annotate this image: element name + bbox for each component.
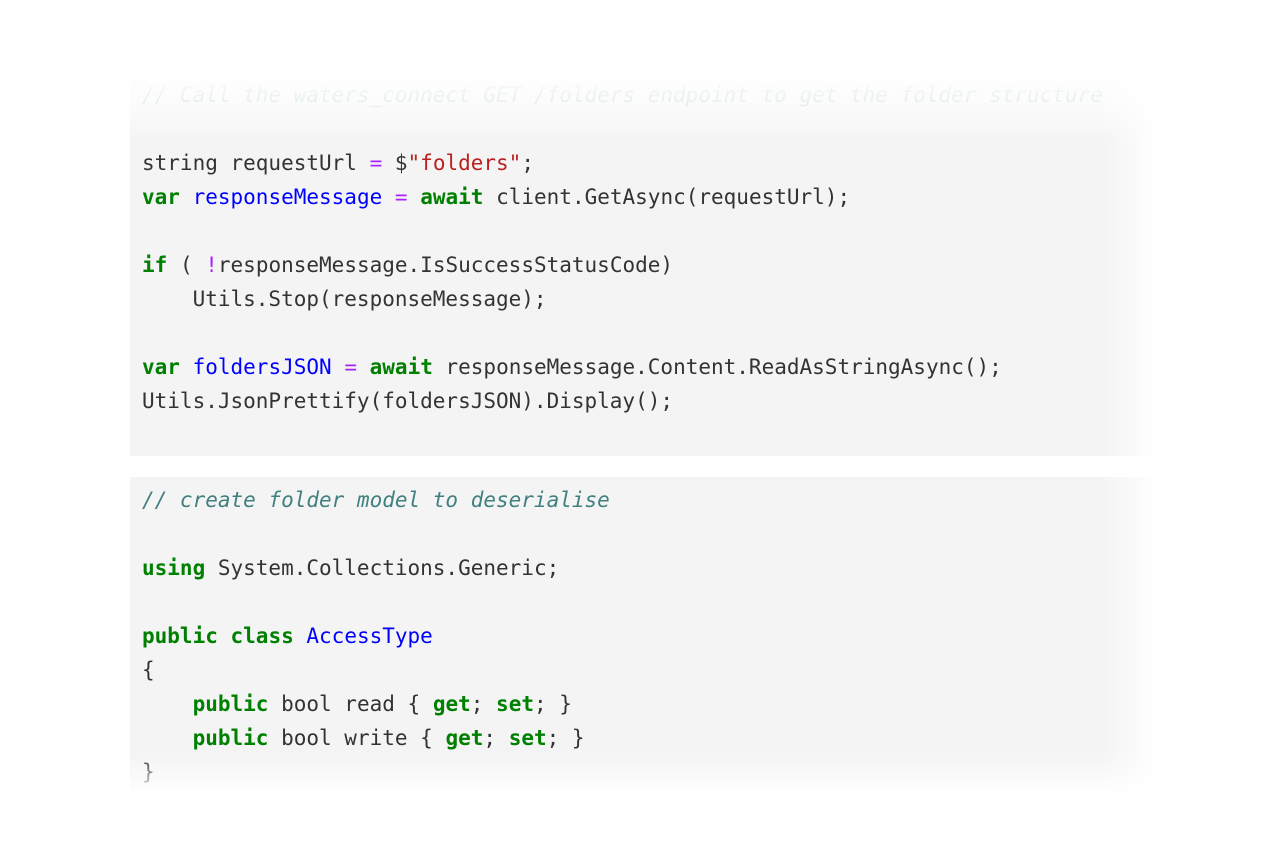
code-token-comment: // create folder model to deserialise xyxy=(142,488,610,512)
code-token-keyword: public xyxy=(192,692,269,716)
code-line: { xyxy=(142,653,610,687)
code-token-ident-blue: responseMessage xyxy=(192,185,383,209)
code-token-ident-blue: AccessType xyxy=(306,624,433,648)
code-cell-folders-request[interactable]: // Call the waters_connect GET /folders … xyxy=(130,70,1160,456)
code-token-plain: bool read { xyxy=(268,692,433,716)
code-token-keyword: await xyxy=(420,185,484,209)
code-token-keyword: public xyxy=(142,624,218,648)
code-token-plain xyxy=(332,355,345,379)
code-token-plain: client.GetAsync(requestUrl); xyxy=(483,185,851,209)
code-token-operator: ! xyxy=(205,253,218,277)
code-token-plain xyxy=(294,624,307,648)
code-token-keyword: var xyxy=(142,355,180,379)
code-token-operator: = xyxy=(344,355,357,379)
code-token-plain: { xyxy=(142,658,155,682)
code-block-folders-request[interactable]: // Call the waters_connect GET /folders … xyxy=(142,78,1103,418)
code-line: ​ xyxy=(142,517,610,551)
code-token-keyword: set xyxy=(508,726,547,750)
code-token-plain xyxy=(408,185,421,209)
code-token-keyword: var xyxy=(142,185,180,209)
code-token-operator: = xyxy=(394,185,408,209)
code-token-plain: responseMessage.IsSuccessStatusCode) xyxy=(217,253,674,277)
code-token-keyword: get xyxy=(445,726,484,750)
code-token-plain: Utils.Stop(responseMessage); xyxy=(142,287,547,311)
code-line: } xyxy=(142,755,610,789)
code-token-plain: ; } xyxy=(546,726,585,750)
code-line: using System.Collections.Generic; xyxy=(142,551,610,585)
code-token-plain: ; xyxy=(483,726,509,750)
code-token-plain: ; } xyxy=(533,692,572,716)
code-token-plain xyxy=(357,355,370,379)
code-line: // Call the waters_connect GET /folders … xyxy=(142,78,1103,112)
code-line: public bool read { get; set; } xyxy=(142,687,610,721)
code-token-plain xyxy=(180,185,193,209)
code-line: var responseMessage = await client.GetAs… xyxy=(142,180,1103,214)
code-token-keyword: using xyxy=(142,556,206,580)
code-token-plain: ; xyxy=(521,151,534,175)
code-line: ​ xyxy=(142,585,610,619)
code-line: public bool write { get; set; } xyxy=(142,721,610,755)
code-token-plain xyxy=(142,692,193,716)
code-token-keyword: set xyxy=(496,692,534,716)
right-fade-overlay xyxy=(1100,477,1160,795)
code-token-plain xyxy=(180,355,193,379)
code-token-plain xyxy=(382,185,395,209)
code-line: string requestUrl = $"folders"; xyxy=(142,146,1103,180)
code-token-plain: responseMessage.Content.ReadAsStringAsyn… xyxy=(432,355,1002,379)
code-token-plain: } xyxy=(142,760,155,784)
code-line: ​ xyxy=(142,316,1103,350)
code-token-plain: Utils.JsonPrettify(foldersJSON).Display(… xyxy=(142,389,674,413)
code-token-plain xyxy=(218,624,231,648)
code-line: var foldersJSON = await responseMessage.… xyxy=(142,350,1103,384)
code-token-ident-blue: foldersJSON xyxy=(192,355,332,379)
code-token-plain: $ xyxy=(382,151,408,175)
code-token-operator: = xyxy=(369,151,383,175)
code-token-string: "folders" xyxy=(407,151,522,175)
code-line: if ( !responseMessage.IsSuccessStatusCod… xyxy=(142,248,1103,282)
code-token-keyword: public xyxy=(192,726,269,750)
code-token-keyword: get xyxy=(432,692,471,716)
code-token-plain: string requestUrl xyxy=(142,151,370,175)
code-token-keyword: await xyxy=(369,355,433,379)
code-line: public class AccessType xyxy=(142,619,610,653)
code-block-folder-model[interactable]: // create folder model to deserialise​us… xyxy=(142,483,610,789)
code-line: ​ xyxy=(142,112,1103,146)
code-token-plain: bool write { xyxy=(268,726,446,750)
code-line: Utils.JsonPrettify(foldersJSON).Display(… xyxy=(142,384,1103,418)
right-fade-overlay xyxy=(1100,70,1160,456)
code-line: Utils.Stop(responseMessage); xyxy=(142,282,1103,316)
code-token-plain xyxy=(142,726,193,750)
code-token-comment: // Call the waters_connect GET /folders … xyxy=(142,83,1103,107)
cell-separator xyxy=(130,456,1160,477)
code-token-keyword: if xyxy=(142,253,168,277)
code-line: // create folder model to deserialise xyxy=(142,483,610,517)
code-token-plain: ( xyxy=(167,253,206,277)
code-token-keyword: class xyxy=(230,624,294,648)
code-token-plain: System.Collections.Generic; xyxy=(205,556,560,580)
code-cell-folder-model[interactable]: // create folder model to deserialise​us… xyxy=(130,477,1160,795)
code-token-plain: ; xyxy=(470,692,497,716)
code-line: ​ xyxy=(142,214,1103,248)
